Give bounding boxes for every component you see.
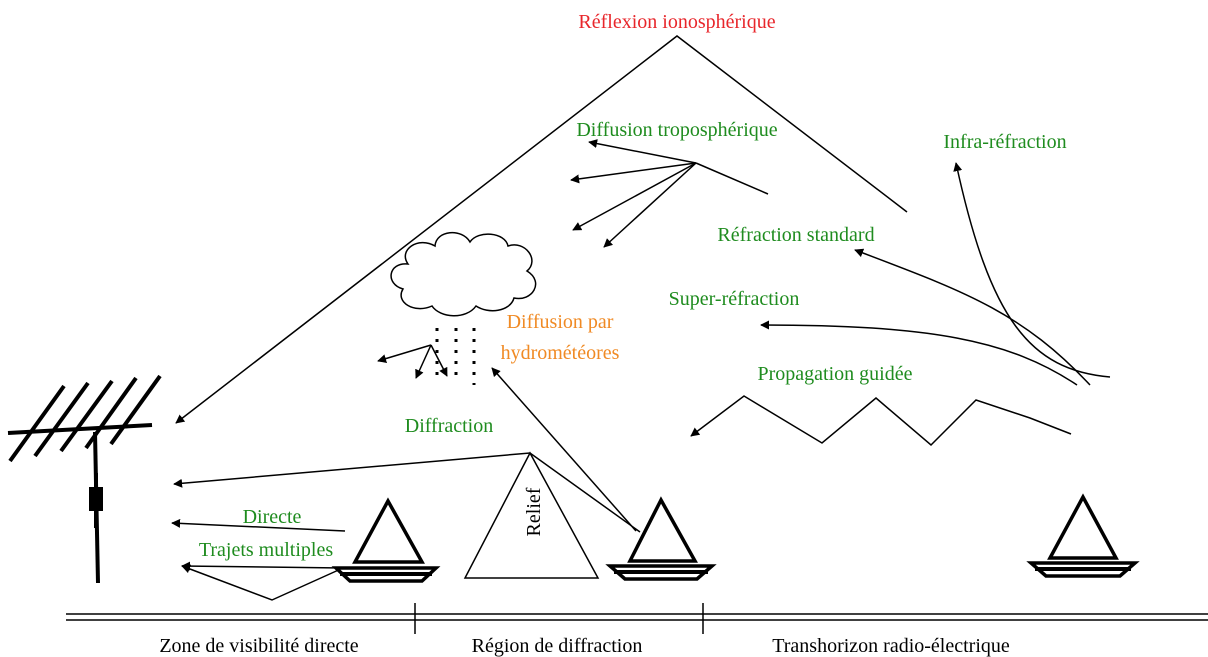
label-super-refraction: Super-réfraction — [669, 288, 800, 310]
ground-lines — [66, 603, 1208, 634]
multipath-path — [181, 561, 344, 601]
label-standard-refraction: Réfraction standard — [717, 224, 874, 246]
zone-label-transhorizon: Transhorizon radio-électrique — [772, 635, 1010, 657]
label-tropospheric-scatter: Diffusion troposphérique — [576, 119, 777, 141]
label-infra-refraction: Infra-réfraction — [943, 131, 1066, 153]
diffraction-path — [173, 452, 641, 533]
zone-label-diffraction-region: Région de diffraction — [472, 635, 643, 657]
boat-icon — [331, 497, 441, 583]
infra-refraction-curve — [953, 162, 1111, 378]
cloud-icon — [390, 232, 537, 385]
label-relief: Relief — [523, 487, 545, 536]
label-ducting: Propagation guidée — [758, 363, 913, 385]
boat-icon — [1026, 493, 1140, 578]
super-refraction-curve — [760, 320, 1078, 386]
tropospheric-scatter-rays — [570, 139, 769, 248]
label-multipath: Trajets multiples — [199, 539, 333, 561]
hydrometeor-scatter-rays — [377, 344, 637, 532]
label-hydrometeor-scatter-1: Diffusion par — [507, 311, 614, 333]
direct-path — [171, 518, 346, 532]
ducting-path — [690, 395, 1072, 447]
label-hydrometeor-scatter-2: hydrométéores — [501, 342, 620, 364]
relief-triangle — [463, 451, 600, 579]
label-diffraction: Diffraction — [405, 415, 494, 437]
boat-icon — [605, 496, 717, 581]
zone-label-line-of-sight: Zone de visibilité directe — [159, 635, 358, 657]
antenna-icon — [7, 374, 162, 584]
label-direct: Directe — [243, 506, 302, 528]
ionospheric-reflection-path — [175, 35, 908, 424]
label-ionospheric-reflection: Réflexion ionosphérique — [578, 11, 775, 33]
standard-refraction-curve — [854, 248, 1091, 386]
